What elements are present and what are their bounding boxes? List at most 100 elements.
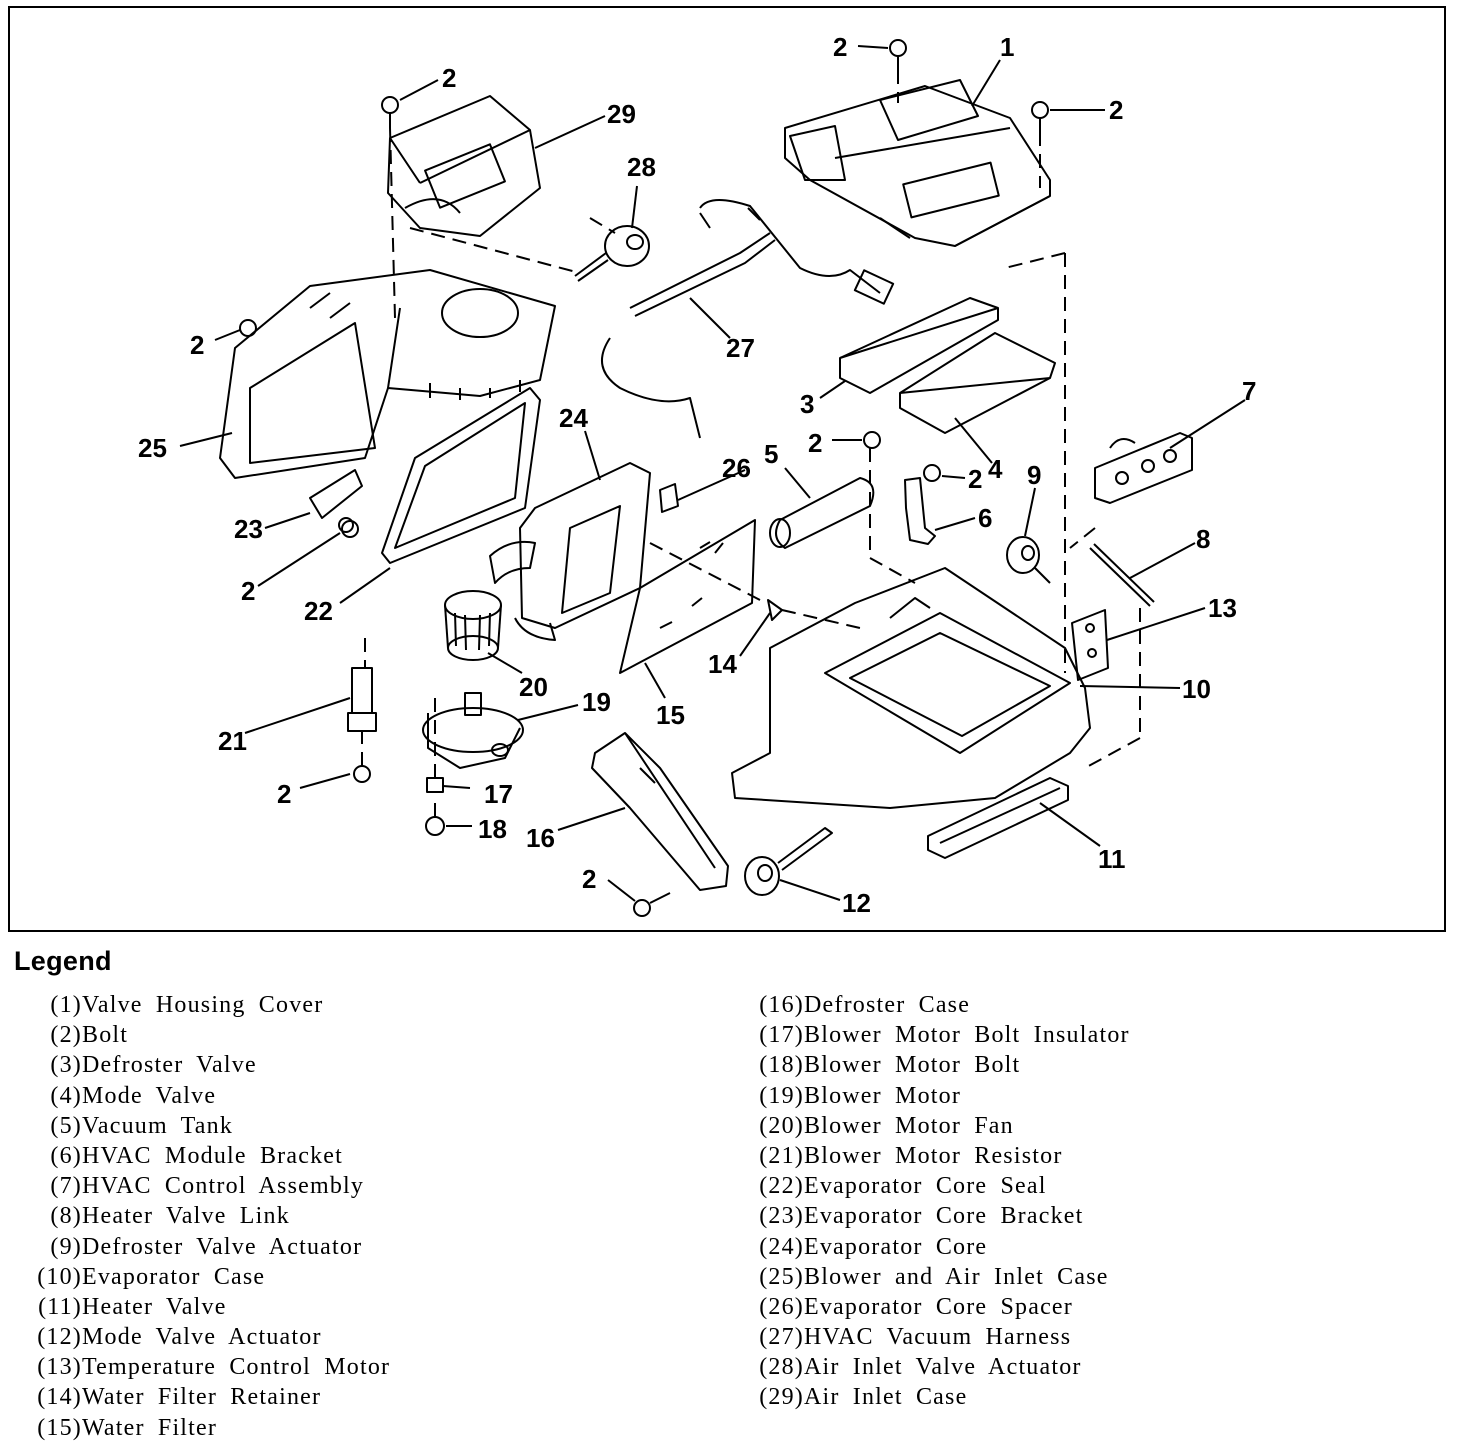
hvac-exploded-view: 1 2 2 2 2 2 2 2 2 2 3 4 5 6 7 8 9 10 11 … xyxy=(138,32,1256,918)
legend-item-name: Water Filter xyxy=(82,1414,218,1441)
callout-label-27: 27 xyxy=(726,333,755,363)
legend-item-name: Water Filter Retainer xyxy=(82,1384,322,1411)
legend-item: (12)Mode Valve Actuator xyxy=(18,1322,718,1352)
callout-label-2: 2 xyxy=(190,330,204,360)
callout-label-2: 2 xyxy=(1109,95,1123,125)
legend-item: (28)Air Inlet Valve Actuator xyxy=(740,1352,1440,1382)
callout-label-2: 2 xyxy=(833,32,847,62)
legend-item-name: HVAC Control Assembly xyxy=(82,1173,365,1200)
legend-item-number: (4) xyxy=(50,1082,82,1109)
legend-item-number: (12) xyxy=(37,1324,82,1351)
legend-item: (29)Air Inlet Case xyxy=(740,1382,1440,1412)
legend-item-name: Blower and Air Inlet Case xyxy=(804,1263,1109,1290)
part-defroster-valve-actuator xyxy=(1006,536,1051,584)
legend-item-number: (18) xyxy=(759,1052,804,1079)
callout-label-17: 17 xyxy=(484,779,513,809)
callout-label-19: 19 xyxy=(582,687,611,717)
legend-item-number: (20) xyxy=(759,1112,804,1139)
callout-label-13: 13 xyxy=(1208,593,1237,623)
legend-item-number: (5) xyxy=(50,1112,82,1139)
legend-item-number: (14) xyxy=(37,1384,82,1411)
part-air-inlet-case xyxy=(387,95,541,237)
callout-label-7: 7 xyxy=(1242,376,1256,406)
legend-item-number: (17) xyxy=(759,1022,804,1049)
legend-column-left: (1)Valve Housing Cover (2)Bolt (3)Defros… xyxy=(18,990,718,1443)
part-hvac-module-bracket xyxy=(904,477,936,545)
leader-lines xyxy=(179,45,1246,902)
legend-item: (10)Evaporator Case xyxy=(18,1262,718,1292)
callout-label-16: 16 xyxy=(526,823,555,853)
legend-item-name: Mode Valve xyxy=(82,1082,217,1109)
callout-label-2: 2 xyxy=(968,464,982,494)
part-blower-motor-bolt xyxy=(425,777,445,836)
legend-item-name: HVAC Vacuum Harness xyxy=(804,1324,1072,1351)
legend-item-number: (28) xyxy=(759,1354,804,1381)
part-evaporator-core xyxy=(489,462,651,641)
callout-label-1: 1 xyxy=(1000,32,1014,62)
legend-item: (21)Blower Motor Resistor xyxy=(740,1141,1440,1171)
legend-item-number: (8) xyxy=(50,1203,82,1230)
legend-item-number: (26) xyxy=(759,1293,804,1320)
part-hvac-control-assembly xyxy=(1094,432,1193,504)
legend-item-number: (13) xyxy=(37,1354,82,1381)
part-hvac-vacuum-harness xyxy=(601,199,895,439)
callout-label-21: 21 xyxy=(218,726,247,756)
part-vacuum-tank xyxy=(769,477,875,549)
legend-item: (5)Vacuum Tank xyxy=(18,1111,718,1141)
part-blower-motor xyxy=(422,692,524,769)
legend-item-number: (7) xyxy=(50,1173,82,1200)
bolts xyxy=(239,39,1049,917)
part-evaporator-core-seal xyxy=(381,387,541,564)
legend-item-number: (6) xyxy=(50,1142,82,1169)
legend-item: (4)Mode Valve xyxy=(18,1081,718,1111)
part-mode-valve-actuator xyxy=(744,827,833,896)
part-defroster-case xyxy=(591,732,729,891)
legend-item: (1)Valve Housing Cover xyxy=(18,990,718,1020)
legend-item-number: (22) xyxy=(759,1173,804,1200)
legend-item-number: (15) xyxy=(37,1414,82,1441)
legend-item-name: Blower Motor xyxy=(804,1082,962,1109)
callout-label-8: 8 xyxy=(1196,524,1210,554)
part-blower-air-inlet-case xyxy=(219,269,556,479)
legend-item: (7)HVAC Control Assembly xyxy=(18,1171,718,1201)
callout-label-14: 14 xyxy=(708,649,737,679)
legend-item: (22)Evaporator Core Seal xyxy=(740,1171,1440,1201)
callout-label-22: 22 xyxy=(304,596,333,626)
legend-item: (6)HVAC Module Bracket xyxy=(18,1141,718,1171)
legend-item-name: Evaporator Case xyxy=(82,1263,266,1290)
legend-item-name: Blower Motor Bolt Insulator xyxy=(804,1022,1130,1049)
legend-item: (2)Bolt xyxy=(18,1020,718,1050)
legend-item: (8)Heater Valve Link xyxy=(18,1201,718,1231)
part-heater-valve xyxy=(927,777,1069,859)
legend-item: (20)Blower Motor Fan xyxy=(740,1111,1440,1141)
callout-label-2: 2 xyxy=(442,63,456,93)
part-heater-valve-link xyxy=(1089,543,1155,607)
legend-item-name: Defroster Valve xyxy=(82,1052,257,1079)
legend-item: (19)Blower Motor xyxy=(740,1081,1440,1111)
legend-item-number: (27) xyxy=(759,1324,804,1351)
legend-item: (11)Heater Valve xyxy=(18,1292,718,1322)
legend-item: (16)Defroster Case xyxy=(740,990,1440,1020)
callout-label-20: 20 xyxy=(519,672,548,702)
legend-item-name: Mode Valve Actuator xyxy=(82,1324,322,1351)
part-evaporator-core-bracket xyxy=(309,469,363,533)
assembly-lines xyxy=(361,70,1141,778)
legend-item-number: (21) xyxy=(759,1142,804,1169)
callout-label-2: 2 xyxy=(241,576,255,606)
legend-item-number: (23) xyxy=(759,1203,804,1230)
callout-label-24: 24 xyxy=(559,403,588,433)
diagram-frame: 1 2 2 2 2 2 2 2 2 2 3 4 5 6 7 8 9 10 11 … xyxy=(8,6,1446,932)
legend-item-name: Blower Motor Resistor xyxy=(804,1142,1063,1169)
callout-label-3: 3 xyxy=(800,389,814,419)
callout-label-2: 2 xyxy=(582,864,596,894)
part-evaporator-core-spacer xyxy=(659,483,679,513)
part-temperature-control-motor xyxy=(1071,609,1109,681)
legend-item-number: (3) xyxy=(50,1052,82,1079)
legend-item-name: Evaporator Core Seal xyxy=(804,1173,1047,1200)
callout-label-6: 6 xyxy=(978,503,992,533)
legend-item: (15)Water Filter xyxy=(18,1413,718,1443)
legend-title: Legend xyxy=(14,946,112,976)
part-blower-motor-resistor xyxy=(347,667,377,732)
legend-item-name: HVAC Module Bracket xyxy=(82,1142,343,1169)
legend-item: (25)Blower and Air Inlet Case xyxy=(740,1262,1440,1292)
